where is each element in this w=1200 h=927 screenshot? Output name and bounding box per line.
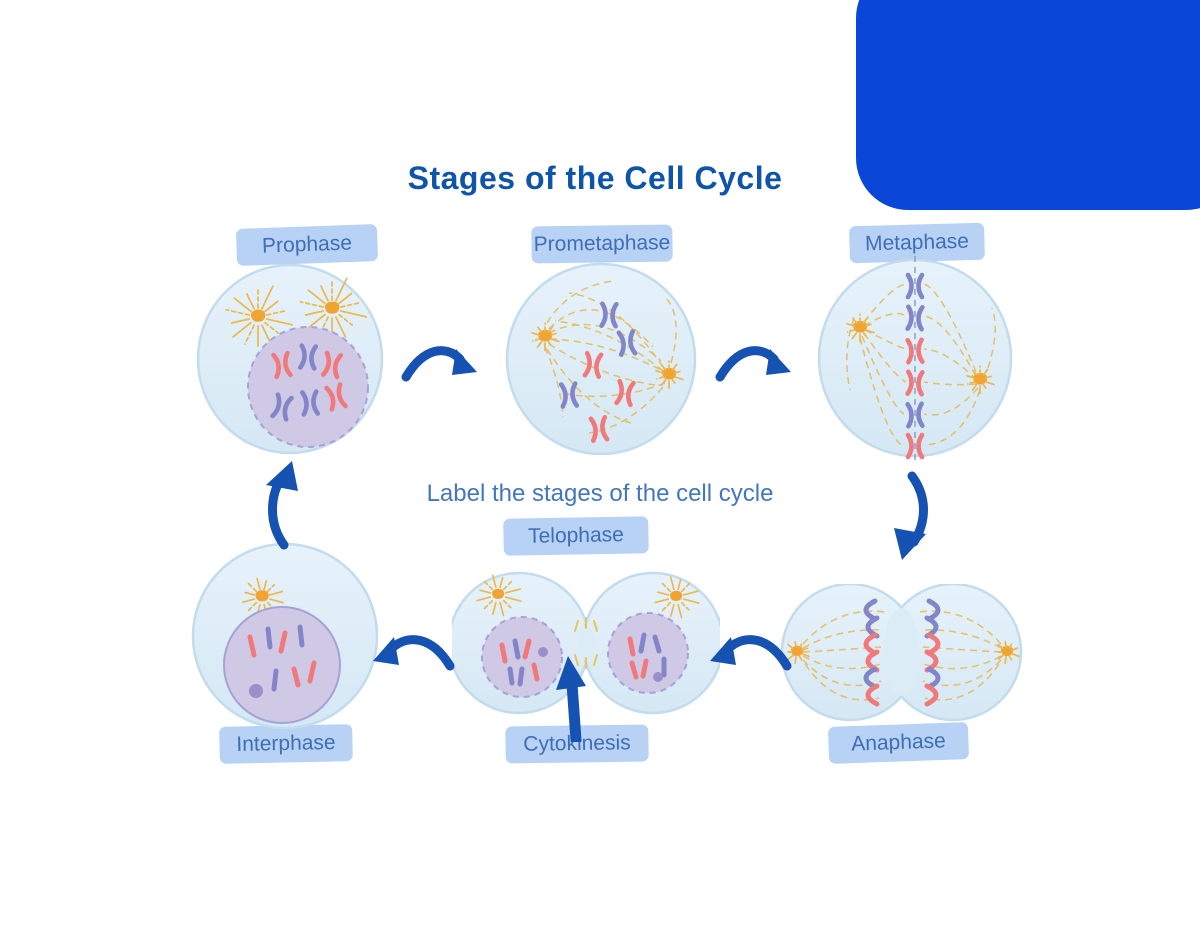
chromatin bbox=[627, 632, 667, 682]
centrosome-aster bbox=[225, 285, 294, 348]
prophase-cell-illustration bbox=[196, 263, 384, 455]
anaphase-cell-illustration bbox=[780, 584, 1023, 722]
telophase-cell-illustration bbox=[452, 571, 720, 715]
stage-label-anaphase[interactable]: Anaphase bbox=[829, 723, 968, 763]
arrow-interphase-to-prophase bbox=[266, 461, 298, 550]
centrosome-aster bbox=[846, 313, 875, 343]
stage-label-prometaphase[interactable]: Prometaphase bbox=[532, 226, 672, 262]
corner-accent-shape bbox=[856, 0, 1200, 210]
centrosome-aster bbox=[784, 640, 810, 665]
centrosome-aster bbox=[966, 365, 995, 395]
arrow-prophase-to-prometaphase bbox=[401, 346, 477, 382]
stage-label-anaphase-text: Anaphase bbox=[850, 729, 947, 756]
spindle-fibers bbox=[846, 283, 996, 446]
centrosome-aster bbox=[654, 576, 700, 619]
centrosome-aster bbox=[476, 574, 522, 617]
nucleus bbox=[481, 616, 563, 698]
interphase-cell-illustration bbox=[191, 542, 379, 730]
stage-label-interphase-text: Interphase bbox=[236, 730, 336, 757]
arrow-cytokinesis-to-furrow bbox=[556, 656, 586, 742]
instruction-text: Label the stages of the cell cycle bbox=[426, 480, 774, 507]
centrosome-aster bbox=[531, 322, 560, 352]
spindle-fibers bbox=[544, 280, 677, 434]
nucleus bbox=[223, 606, 341, 724]
centrosome-aster bbox=[655, 360, 684, 390]
chromatin bbox=[247, 624, 317, 698]
arrow-metaphase-to-anaphase bbox=[894, 471, 928, 560]
arrow-anaphase-to-telophase bbox=[710, 635, 792, 671]
cleavage-neck bbox=[883, 608, 920, 696]
prometaphase-cell-illustration bbox=[505, 262, 697, 455]
page-title: Stages of the Cell Cycle bbox=[407, 160, 783, 196]
midbody-dashes bbox=[574, 617, 598, 669]
stage-label-prophase[interactable]: Prophase bbox=[237, 225, 377, 265]
centrosome-aster bbox=[241, 577, 284, 617]
stage-label-prophase-text: Prophase bbox=[261, 231, 353, 258]
chromatin bbox=[499, 638, 548, 687]
nucleus bbox=[247, 326, 369, 448]
arrow-prometaphase-to-metaphase bbox=[715, 346, 791, 382]
nucleus bbox=[607, 612, 689, 694]
stage-label-telophase-text: Telophase bbox=[527, 523, 625, 548]
centrosome-aster bbox=[299, 277, 368, 340]
arrow-telophase-to-interphase bbox=[373, 635, 455, 671]
centrosome-aster bbox=[994, 640, 1020, 665]
cleavage-furrow bbox=[577, 626, 595, 660]
stage-label-metaphase-text: Metaphase bbox=[864, 229, 970, 256]
stage-label-interphase[interactable]: Interphase bbox=[220, 725, 352, 763]
metaphase-cell-illustration bbox=[817, 256, 1013, 460]
stage-label-prometaphase-text: Prometaphase bbox=[533, 231, 671, 256]
stage-label-telophase[interactable]: Telophase bbox=[504, 517, 648, 555]
